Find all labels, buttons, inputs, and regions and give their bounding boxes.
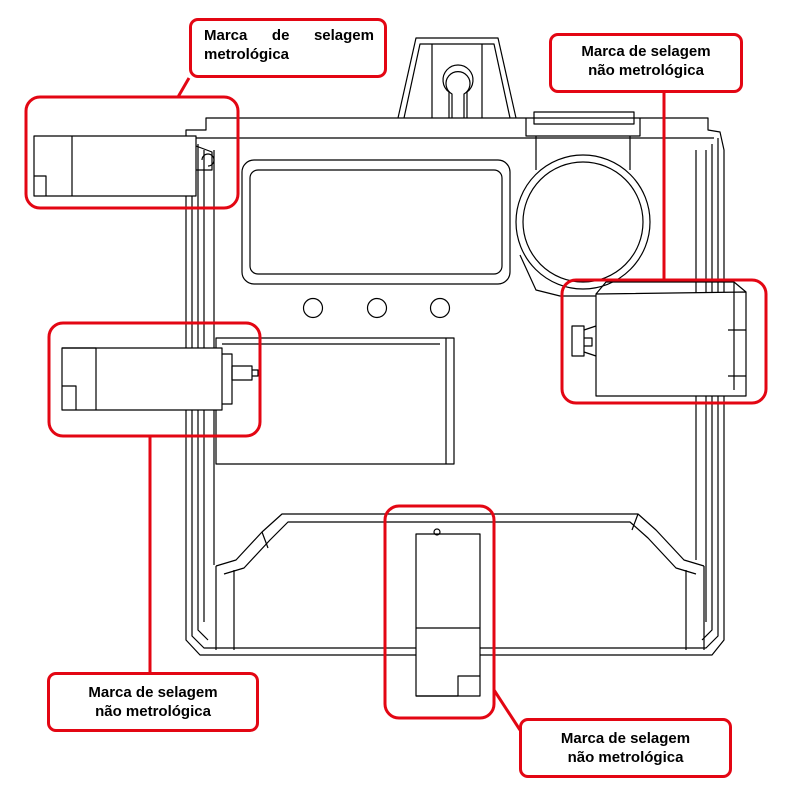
callout-non-metrological-seal-right: Marca de selagem não metrológica <box>549 33 743 93</box>
callout-line-1: Marca de selagem <box>88 684 218 701</box>
callout-non-metrological-seal-left: Marca de selagem não metrológica <box>47 672 259 732</box>
nameplate-panel <box>215 337 455 465</box>
top-left-seal-clip <box>33 135 215 197</box>
callout-metrological-seal: Marca de selagem metrológica <box>189 18 387 78</box>
terminal-cover <box>215 513 705 650</box>
left-middle-seal-clip <box>61 347 259 411</box>
leader-lines <box>148 77 666 731</box>
display-window <box>241 159 511 285</box>
hanging-bracket <box>397 37 517 119</box>
indicator-led-3 <box>429 297 451 319</box>
right-seal-clip <box>571 281 747 397</box>
callout-line-2: não metrológica <box>588 62 704 79</box>
meter-body <box>33 37 747 697</box>
outer-case <box>185 117 725 656</box>
highlight-left-seal <box>47 321 262 438</box>
callout-line-1: Marca de selagem <box>581 43 711 60</box>
callout-line-2: não metrológica <box>95 703 211 720</box>
callout-non-metrological-seal-bottom: Marca de selagem não metrológica <box>519 718 732 778</box>
highlight-bottom-seal <box>383 504 496 720</box>
leader-bottom <box>492 689 522 731</box>
indicator-led-2 <box>366 297 388 319</box>
indicator-led-1 <box>302 297 324 319</box>
keyhole-slot <box>442 64 474 118</box>
callout-line-2: não metrológica <box>567 749 684 766</box>
highlight-top-left-seal <box>24 95 240 210</box>
callout-line-1: Marca de selagem <box>560 730 691 747</box>
optical-port <box>515 136 651 297</box>
callout-line-1: Marca de selagem <box>204 27 374 44</box>
bottom-seal-latch <box>415 528 481 697</box>
leader-top-left <box>176 77 191 98</box>
callout-line-2: metrológica <box>204 46 290 63</box>
